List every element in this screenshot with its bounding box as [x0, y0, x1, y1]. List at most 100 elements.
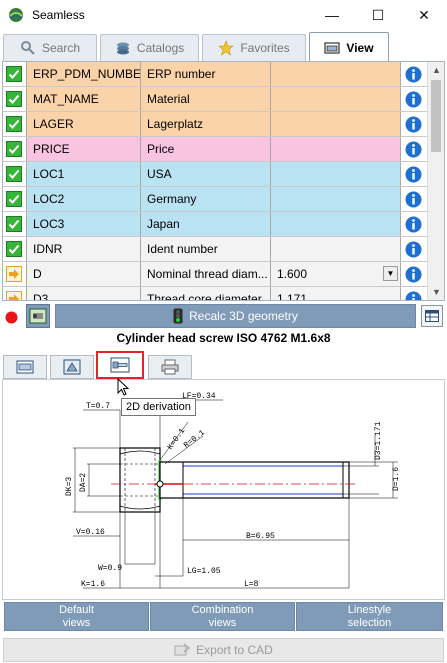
info-icon[interactable]	[405, 291, 422, 302]
info-cell[interactable]	[401, 87, 427, 111]
row-state-cell[interactable]	[3, 212, 27, 236]
info-icon[interactable]	[405, 66, 422, 83]
tab-view[interactable]: View	[309, 32, 389, 62]
checkbox-checked-icon[interactable]	[6, 216, 22, 232]
export-to-cad-button[interactable]: Export to CAD	[3, 638, 444, 662]
dim-d: D=1.6	[392, 467, 401, 491]
tab-catalogs[interactable]: Catalogs	[100, 34, 199, 61]
checkbox-checked-icon[interactable]	[6, 166, 22, 182]
scroll-up-icon[interactable]: ▲	[432, 65, 441, 75]
2d-view-icon	[16, 360, 34, 374]
scroll-thumb[interactable]	[431, 80, 441, 152]
property-value[interactable]	[271, 62, 401, 86]
table-scrollbar[interactable]: ▲ ▼	[427, 62, 444, 300]
row-state-cell[interactable]	[3, 187, 27, 211]
info-cell[interactable]	[401, 212, 427, 236]
table-view-button[interactable]	[421, 305, 443, 327]
row-state-cell[interactable]	[3, 162, 27, 186]
minimize-button[interactable]: —	[325, 7, 339, 23]
property-description: ERP number	[141, 62, 271, 86]
default-views-label-1: Default	[59, 603, 94, 616]
property-value[interactable]	[271, 87, 401, 111]
arrow-right-icon[interactable]	[6, 266, 22, 282]
checkbox-checked-icon[interactable]	[6, 141, 22, 157]
info-icon[interactable]	[405, 191, 422, 208]
mouse-cursor-icon	[117, 378, 130, 396]
info-cell[interactable]	[401, 162, 427, 186]
close-button[interactable]: ✕	[418, 6, 430, 23]
info-cell[interactable]	[401, 137, 427, 161]
property-value[interactable]: 1.171	[271, 287, 401, 300]
info-cell[interactable]	[401, 187, 427, 211]
info-cell[interactable]	[401, 62, 427, 86]
row-state-cell[interactable]	[3, 87, 27, 111]
checkbox-checked-icon[interactable]	[6, 91, 22, 107]
info-icon[interactable]	[405, 141, 422, 158]
info-cell[interactable]	[401, 287, 427, 302]
property-value[interactable]	[271, 137, 401, 161]
property-value[interactable]	[271, 112, 401, 136]
property-value[interactable]	[271, 212, 401, 236]
row-state-cell[interactable]	[3, 62, 27, 86]
tooltip: 2D derivation	[121, 398, 196, 416]
record-dot-icon[interactable]	[5, 311, 18, 324]
info-icon[interactable]	[405, 241, 422, 258]
info-cell[interactable]	[401, 112, 427, 136]
property-name: PRICE	[27, 137, 141, 161]
tab-search[interactable]: Search	[3, 34, 97, 61]
view-tab-3d[interactable]	[50, 355, 94, 379]
info-icon[interactable]	[405, 266, 422, 283]
info-icon[interactable]	[405, 91, 422, 108]
info-icon[interactable]	[405, 116, 422, 133]
preview-button[interactable]	[26, 304, 50, 328]
checkbox-checked-icon[interactable]	[6, 116, 22, 132]
info-icon[interactable]	[405, 216, 422, 233]
row-state-cell[interactable]	[3, 287, 27, 301]
property-name: LOC3	[27, 212, 141, 236]
row-state-cell[interactable]	[3, 237, 27, 261]
checkbox-checked-icon[interactable]	[6, 66, 22, 82]
property-value[interactable]	[271, 162, 401, 186]
property-value[interactable]	[271, 187, 401, 211]
info-cell[interactable]	[401, 237, 427, 261]
info-icon[interactable]	[405, 166, 422, 183]
property-description: USA	[141, 162, 271, 186]
property-description: Thread core diameter	[141, 287, 271, 300]
search-icon	[20, 41, 35, 55]
dropdown-chevron-icon[interactable]: ▼	[383, 266, 398, 281]
view-tab-2d-derivation[interactable]	[96, 351, 144, 379]
checkbox-checked-icon[interactable]	[6, 191, 22, 207]
property-name: LOC1	[27, 162, 141, 186]
2d-derivation-icon	[110, 357, 130, 373]
property-value[interactable]	[271, 237, 401, 261]
view-tab-print[interactable]	[148, 355, 192, 379]
recalc-3d-label: Recalc 3D geometry	[189, 309, 298, 323]
recalc-3d-button[interactable]: Recalc 3D geometry	[55, 304, 416, 328]
maximize-button[interactable]: ☐	[371, 6, 385, 23]
checkbox-checked-icon[interactable]	[6, 241, 22, 257]
property-value[interactable]: 1.600▼	[271, 262, 401, 286]
property-name: ERP_PDM_NUMBER	[27, 62, 141, 86]
info-cell[interactable]	[401, 262, 427, 286]
dim-v: V=0.16	[76, 528, 105, 537]
row-state-cell[interactable]	[3, 112, 27, 136]
tab-favorites[interactable]: Favorites	[202, 34, 306, 61]
view-tab-2d[interactable]	[3, 355, 47, 379]
scroll-down-icon[interactable]: ▼	[432, 287, 441, 297]
arrow-right-icon[interactable]	[6, 291, 22, 301]
row-state-cell[interactable]	[3, 137, 27, 161]
row-state-cell[interactable]	[3, 262, 27, 286]
